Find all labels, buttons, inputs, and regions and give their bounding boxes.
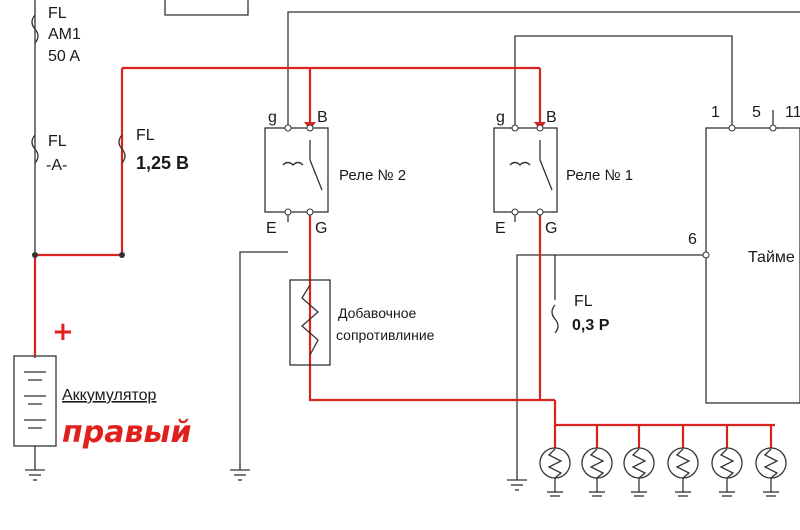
resistor-label: Добавочное сопротивлиние <box>336 305 435 343</box>
svg-text:B: B <box>317 109 328 126</box>
timer-labels: Тайме 1 5 11 6 <box>688 104 800 266</box>
svg-text:-A-: -A- <box>46 157 67 174</box>
glow-plug-icon <box>667 447 699 497</box>
ground-icon <box>25 469 45 481</box>
svg-text:6: 6 <box>688 231 697 248</box>
svg-text:E: E <box>266 220 277 237</box>
svg-text:Тайме: Тайме <box>748 249 795 266</box>
ground-symbols <box>25 469 527 491</box>
svg-text:g: g <box>496 109 505 126</box>
glow-plug-icon <box>623 447 655 497</box>
black-wiring <box>13 0 800 480</box>
svg-text:1,25 B: 1,25 B <box>136 153 189 173</box>
svg-text:AM1: AM1 <box>48 26 81 43</box>
svg-text:5: 5 <box>752 104 761 121</box>
glow-plug-icon <box>581 447 613 497</box>
svg-text:50 A: 50 A <box>48 48 80 65</box>
svg-text:0,3 P: 0,3 P <box>572 317 610 334</box>
svg-text:Добавочное: Добавочное <box>338 305 416 321</box>
resistor-symbol <box>289 279 331 366</box>
junction-dots <box>32 124 777 259</box>
svg-text:FL: FL <box>48 133 67 150</box>
svg-text:B: B <box>546 109 557 126</box>
fuse-03p-label: FL 0,3 P <box>572 293 610 334</box>
svg-text:FL: FL <box>48 5 67 22</box>
glow-plug-row <box>539 447 787 497</box>
fuse-125b-label: FL 1,25 B <box>136 127 189 173</box>
glow-plug-icon <box>711 447 743 497</box>
svg-text:g: g <box>268 109 277 126</box>
svg-text:G: G <box>315 220 327 237</box>
relay-1-internals <box>509 124 553 216</box>
svg-text:G: G <box>545 220 557 237</box>
fuse-a-label: FL -A- <box>46 133 67 174</box>
svg-text:Реле № 2: Реле № 2 <box>339 167 406 184</box>
red-highlighted-wiring <box>33 66 775 448</box>
glow-plug-icon <box>755 447 787 497</box>
svg-text:E: E <box>495 220 506 237</box>
ground-icon <box>230 469 250 481</box>
svg-text:FL: FL <box>136 127 155 144</box>
svg-text:+: + <box>52 317 74 347</box>
svg-text:Реле № 1: Реле № 1 <box>566 167 633 184</box>
fuse-am1-label: FL AM1 50 A <box>48 5 81 65</box>
svg-text:11: 11 <box>785 104 800 121</box>
battery-cells <box>24 371 46 429</box>
ground-icon <box>507 479 527 491</box>
svg-text:FL: FL <box>574 293 593 310</box>
svg-text:правый: правый <box>62 415 192 450</box>
handwritten-notes: + правый <box>52 317 192 450</box>
svg-text:сопротивлиние: сопротивлиние <box>336 327 435 343</box>
relay-1-labels: g B E G Реле № 1 <box>495 109 633 237</box>
relay-2-labels: g B E G Реле № 2 <box>266 109 406 237</box>
relay-2-internals <box>282 124 323 216</box>
glow-plug-icon <box>539 447 571 497</box>
svg-text:1: 1 <box>711 104 720 121</box>
battery-label: Аккумулятор <box>62 387 157 404</box>
svg-text:Аккумулятор: Аккумулятор <box>62 387 157 404</box>
fuse-symbols <box>31 14 559 334</box>
